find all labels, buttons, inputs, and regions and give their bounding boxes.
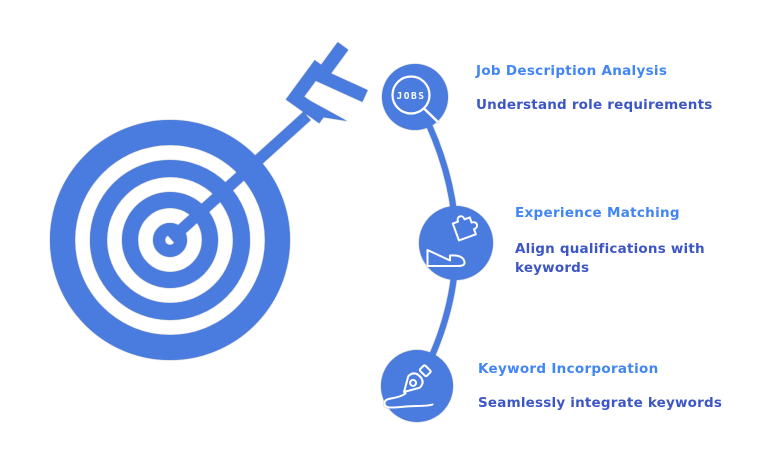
step-2-subtitle: Align qualifications with keywords	[515, 241, 705, 276]
magnifier-lens	[391, 75, 431, 115]
arrow-icon	[167, 42, 368, 244]
pen-squiggle-line	[383, 392, 434, 409]
step-3-subtitle: Seamlessly integrate keywords	[478, 395, 723, 411]
step-node-3-circle	[381, 350, 453, 422]
arrow-shaft	[167, 111, 311, 244]
target-outer-ring	[50, 120, 290, 360]
bullseye-target-icon	[50, 120, 290, 360]
hand-puzzle-icon	[426, 215, 479, 267]
step-1-text-block: Job Description Analysis Understand role…	[476, 63, 713, 115]
arrow-fletching-back	[311, 42, 368, 102]
pen-cap	[418, 364, 432, 378]
target-inner-ring	[122, 192, 218, 288]
step-3-title: Keyword Incorporation	[478, 361, 659, 377]
target-middle-ring	[90, 160, 250, 320]
hand-shape	[426, 249, 466, 267]
pen-nib-hole	[409, 378, 418, 387]
step-node-2	[419, 206, 493, 280]
jobs-magnifier-icon: JOBS	[391, 75, 440, 124]
pen-nib-icon	[383, 364, 434, 409]
puzzle-piece	[451, 215, 479, 242]
step-node-3	[381, 350, 453, 422]
arrow-fletching-front	[285, 60, 327, 124]
step-3-text-block: Keyword Incorporation Seamlessly integra…	[478, 361, 722, 413]
step-2-title: Experience Matching	[515, 205, 680, 221]
step-node-1: JOBS	[382, 64, 448, 130]
step-1-subtitle: Understand role requirements	[476, 97, 713, 113]
magnifier-handle	[423, 107, 440, 124]
step-1-title: Job Description Analysis	[476, 63, 668, 79]
step-2-text-block: Experience Matching Align qualifications…	[515, 205, 715, 278]
target-bullseye-center	[153, 223, 187, 257]
step-node-2-circle	[419, 206, 493, 280]
magnifier-jobs-label: JOBS	[397, 91, 426, 102]
pen-nib-body	[402, 372, 424, 394]
